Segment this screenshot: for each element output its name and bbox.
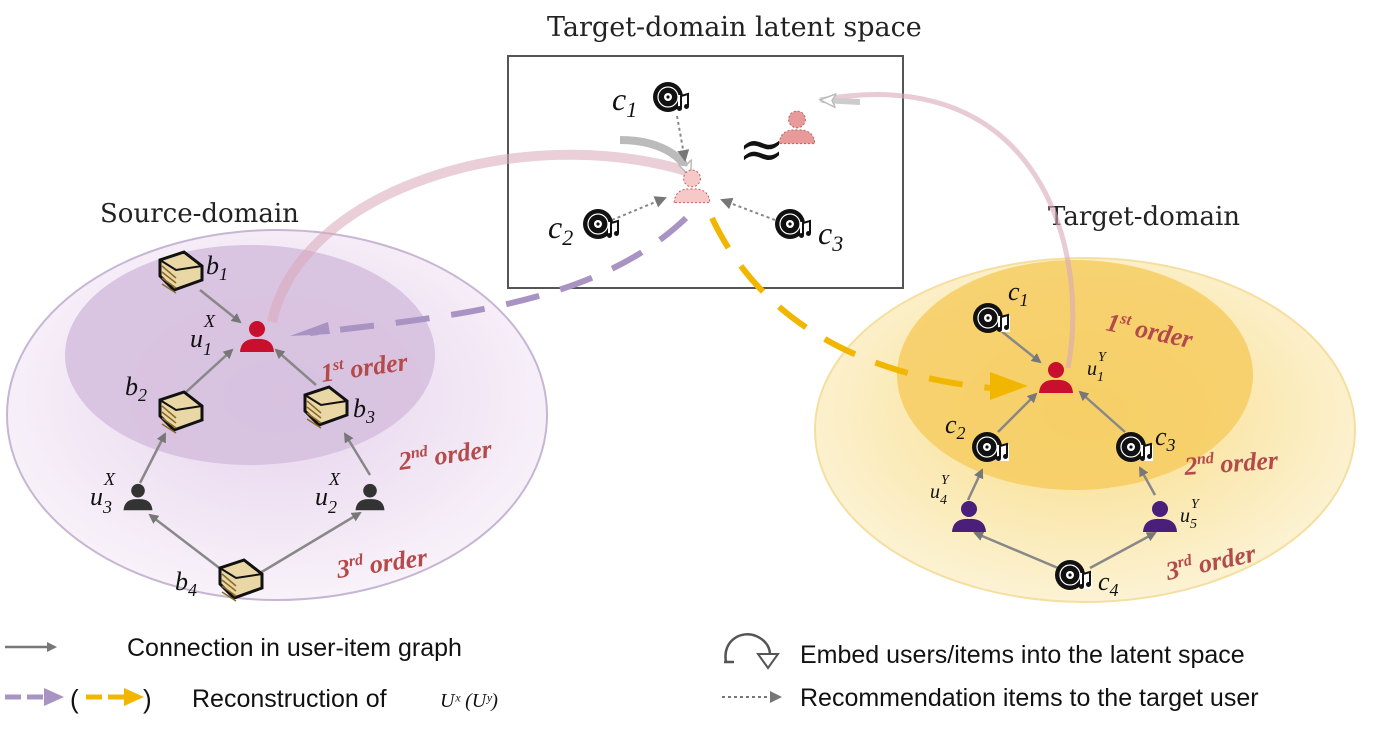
label-lat-c3: c3 bbox=[818, 215, 843, 256]
legend-paren-close: ) bbox=[143, 684, 152, 714]
book-b1 bbox=[158, 250, 204, 294]
embed-arrowhead-source bbox=[619, 136, 694, 175]
disc-lat-c2 bbox=[583, 209, 620, 239]
label-lat-c2: c2 bbox=[548, 209, 573, 250]
label-u1x: u1X bbox=[190, 311, 216, 359]
user-u4y bbox=[952, 501, 986, 532]
legend-purple-head bbox=[44, 688, 64, 706]
legend-connection-text: Connection in user-item graph bbox=[127, 634, 462, 662]
label-u2x: u2X bbox=[315, 469, 341, 517]
legend: Connection in user-item graph ( ) Recons… bbox=[5, 633, 1259, 714]
embed-arrow-target bbox=[819, 92, 1076, 369]
user-u1x bbox=[240, 321, 274, 352]
label-u1y: u1Y bbox=[1087, 350, 1108, 385]
source-domain-title: Source-domain bbox=[100, 199, 299, 229]
legend-embed-text: Embed users/items into the latent space bbox=[800, 641, 1245, 669]
latent-space: Target-domain latent space bbox=[507, 12, 922, 289]
approx-symbol: ≈ bbox=[738, 117, 785, 182]
legend-paren-open: ( bbox=[70, 684, 79, 714]
disc-tgt-c3 bbox=[1116, 432, 1153, 462]
book-b2 bbox=[158, 390, 204, 434]
legend-reconstruction-text: Reconstruction of bbox=[192, 685, 387, 713]
source-edges bbox=[138, 289, 372, 575]
disc-tgt-c2 bbox=[972, 432, 1009, 462]
target-edges bbox=[966, 329, 1157, 570]
label-tgt-c1: c1 bbox=[1008, 277, 1029, 310]
source-nodes bbox=[123, 250, 385, 602]
disc-lat-c3 bbox=[775, 209, 812, 239]
legend-embed-icon-head bbox=[756, 653, 780, 670]
user-u2x bbox=[355, 483, 385, 511]
label-b3: b3 bbox=[353, 394, 375, 427]
reconstruction-arrowhead-source bbox=[290, 322, 330, 336]
label-tgt-c4: c4 bbox=[1098, 567, 1119, 600]
target-nodes bbox=[952, 303, 1177, 590]
latent-edges bbox=[611, 115, 776, 221]
source-labels: b1 u1X b2 b3 u3X u2X b4 bbox=[90, 251, 375, 600]
legend-gold-head bbox=[124, 688, 144, 706]
embed-arrowhead-target bbox=[822, 100, 861, 102]
user-latent-source bbox=[673, 169, 711, 204]
label-b2: b2 bbox=[125, 372, 147, 405]
user-u5y bbox=[1143, 501, 1177, 532]
latent-nodes bbox=[583, 82, 816, 239]
label-lat-c1: c1 bbox=[612, 81, 637, 122]
legend-reconstruction-math: Uˣ (Uʸ) bbox=[440, 690, 498, 712]
reconstruction-arrow-source bbox=[309, 215, 689, 336]
reconstruction-arrowhead-target bbox=[990, 372, 1028, 400]
reconstruction-arrow-target bbox=[709, 216, 991, 391]
embed-arrow-source bbox=[267, 149, 692, 324]
book-b4 bbox=[218, 558, 264, 602]
latent-labels: c1 c2 c3 bbox=[548, 81, 843, 256]
disc-lat-c1 bbox=[653, 82, 690, 112]
user-u1y bbox=[1039, 362, 1073, 393]
user-u3x bbox=[123, 483, 153, 511]
label-u3x: u3X bbox=[90, 469, 116, 517]
label-b1: b1 bbox=[206, 251, 228, 284]
book-b3 bbox=[303, 385, 349, 429]
label-b4: b4 bbox=[175, 567, 197, 600]
disc-tgt-c1 bbox=[973, 303, 1010, 333]
label-u4y: u4Y bbox=[930, 473, 951, 508]
label-u5y: u5Y bbox=[1180, 497, 1201, 532]
disc-tgt-c4 bbox=[1055, 560, 1092, 590]
label-tgt-c2: c2 bbox=[945, 410, 966, 443]
target-labels: c1 u1Y c2 c3 u4Y u5Y c4 bbox=[930, 277, 1201, 600]
target-domain-title: Target-domain bbox=[1048, 202, 1240, 232]
latent-space-box bbox=[507, 55, 904, 289]
source-domain: Source-domain bbox=[6, 199, 548, 601]
legend-recommendation-text: Recommendation items to the target user bbox=[800, 684, 1259, 712]
latent-space-title: Target-domain latent space bbox=[547, 12, 922, 43]
label-tgt-c3: c3 bbox=[1155, 422, 1176, 455]
user-latent-target bbox=[778, 110, 816, 145]
